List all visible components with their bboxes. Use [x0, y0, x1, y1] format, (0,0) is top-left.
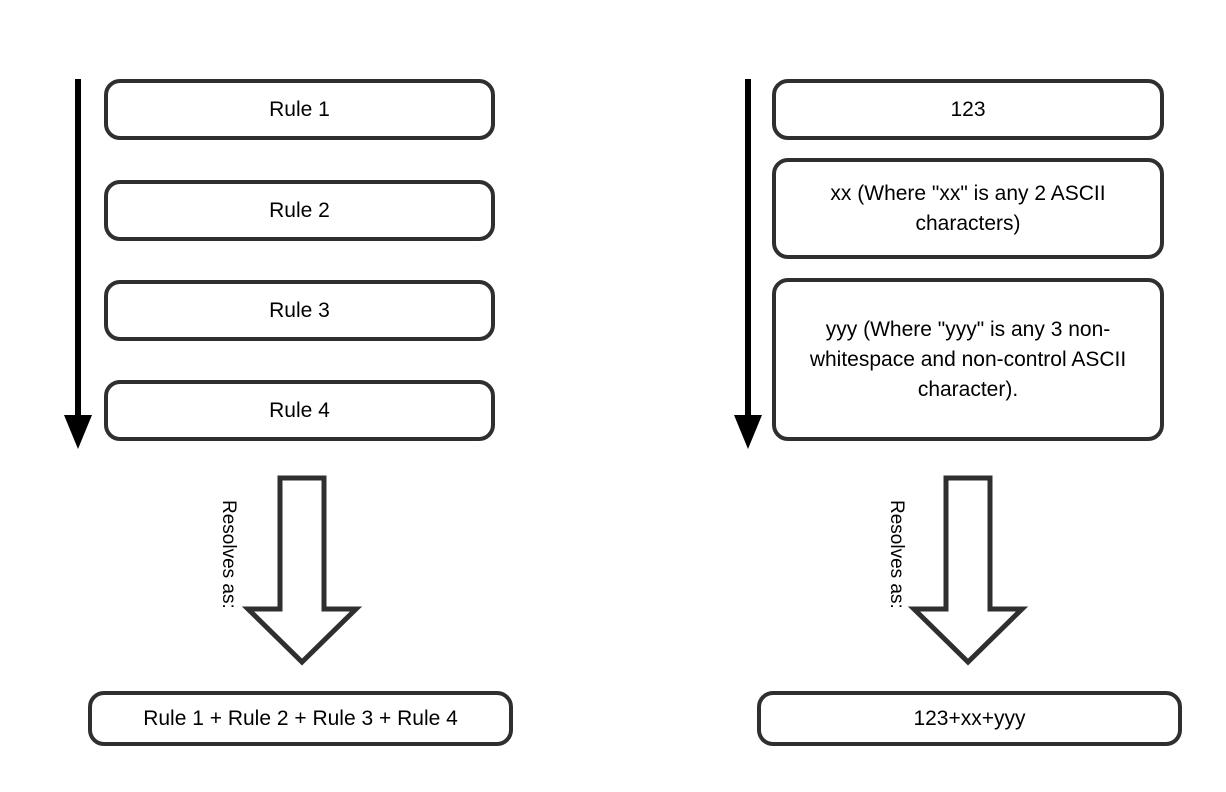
- rule-box-2[interactable]: Rule 2: [104, 180, 495, 241]
- token-box-3[interactable]: yyy (Where "yyy" is any 3 non-whitespace…: [772, 278, 1164, 441]
- token-box-2-label: xx (Where "xx" is any 2 ASCII characters…: [830, 181, 1106, 235]
- rule-box-3-label: Rule 3: [269, 298, 330, 322]
- rule-box-1[interactable]: Rule 1: [104, 79, 495, 140]
- left-result-box[interactable]: Rule 1 + Rule 2 + Rule 3 + Rule 4: [88, 691, 513, 746]
- right-result-box[interactable]: 123+xx+yyy: [757, 691, 1182, 746]
- left-result-label: Rule 1 + Rule 2 + Rule 3 + Rule 4: [143, 706, 458, 730]
- right-block-down-arrow-icon: [908, 475, 1028, 666]
- token-box-2[interactable]: xx (Where "xx" is any 2 ASCII characters…: [772, 158, 1164, 259]
- rule-box-2-label: Rule 2: [269, 198, 330, 222]
- rule-box-3[interactable]: Rule 3: [104, 280, 495, 341]
- right-resolves-as-label: Resolves as:: [886, 500, 907, 609]
- rule-box-4-label: Rule 4: [269, 398, 330, 422]
- rule-box-4[interactable]: Rule 4: [104, 380, 495, 441]
- right-sequence-down-arrow-icon: [734, 79, 762, 449]
- token-box-3-label: yyy (Where "yyy" is any 3 non-whitespace…: [809, 317, 1127, 401]
- left-resolves-as-label: Resolves as:: [218, 500, 239, 609]
- rule-box-1-label: Rule 1: [269, 97, 330, 121]
- right-result-label: 123+xx+yyy: [913, 706, 1026, 730]
- token-box-1[interactable]: 123: [772, 79, 1164, 140]
- left-sequence-down-arrow-icon: [64, 79, 92, 449]
- token-box-1-label: 123: [950, 97, 986, 121]
- left-block-down-arrow-icon: [242, 475, 362, 666]
